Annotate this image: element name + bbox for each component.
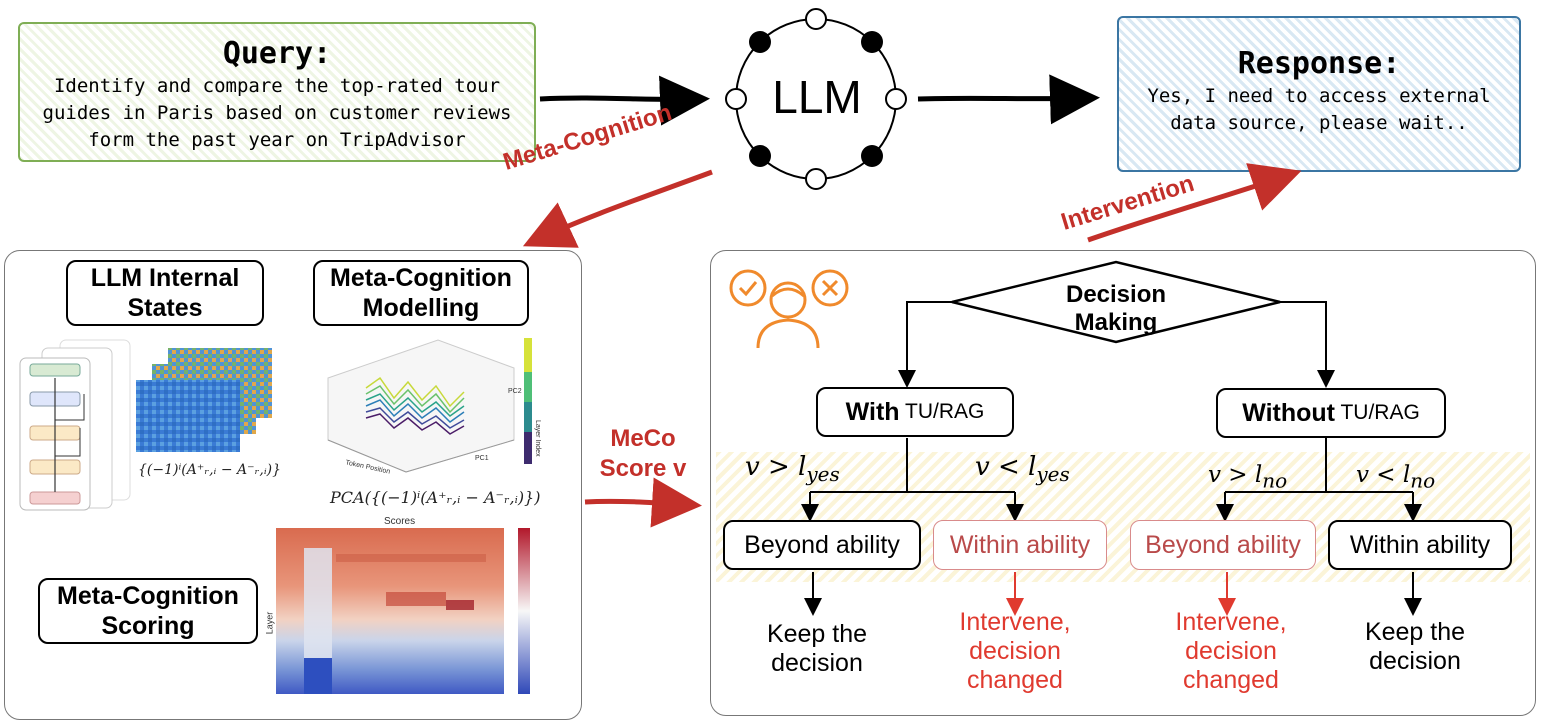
query-text: Identify and compare the top-rated tour … <box>20 73 534 154</box>
node-circle <box>805 168 827 190</box>
without-bold: Without <box>1242 398 1335 427</box>
arrow-query-to-llm <box>539 75 710 126</box>
arrow-meco <box>584 477 702 528</box>
modelling-formula: PCA({(−1)ⁱ(A⁺ᵣ,ᵢ − A⁻ᵣ,ᵢ)}) <box>330 488 541 507</box>
node-circle <box>749 31 771 53</box>
outcome-line: Keep the <box>1364 618 1466 646</box>
response-line: data source, please wait.. <box>1170 112 1468 134</box>
outcome-line: Keep the <box>766 620 868 648</box>
query-line: form the past year on TripAdvisor <box>88 129 466 151</box>
pca-axis-z: PC1 <box>475 455 489 462</box>
outcome-line: changed <box>967 666 1063 694</box>
user-thinking-icon <box>729 269 849 349</box>
cond-base: v > l <box>1208 462 1263 488</box>
cond-sub: yes <box>1036 462 1070 487</box>
pca-3d-plot <box>327 338 532 473</box>
modelling-header: Meta-Cognition Modelling <box>313 260 529 326</box>
condition-v-lt-lno: v < lno <box>1356 462 1435 493</box>
meco-score-label: MeCo Score v <box>588 424 698 484</box>
keep-decision-outcome-1: Keep the decision <box>742 620 892 678</box>
response-title: Response: <box>1237 46 1401 81</box>
cond-sub: yes <box>806 462 840 487</box>
transformer-stack-illustration <box>19 339 131 511</box>
cond-sub: no <box>1410 468 1436 493</box>
internal-states-formula: {(−1)ⁱ(A⁺ᵣ,ᵢ − A⁻ᵣ,ᵢ)} <box>138 462 282 478</box>
decision-making-label: Decision Making <box>1065 281 1167 336</box>
outcome-line: Intervene, <box>1175 608 1287 636</box>
response-text: Yes, I need to access external data sour… <box>1119 83 1519 137</box>
node-circle <box>725 88 747 110</box>
arrow-llm-to-response <box>917 74 1100 125</box>
query-title: Query: <box>222 36 332 71</box>
internal-states-header: LLM Internal States <box>66 260 264 326</box>
node-circle <box>885 88 907 110</box>
cond-sub: no <box>1262 468 1288 493</box>
outcome-line: changed <box>1183 666 1279 694</box>
with-rest: TU/RAG <box>899 400 985 423</box>
cond-base: v < l <box>1356 462 1411 488</box>
pca-axis-y: PC2 <box>508 388 522 395</box>
outcome-line: decision <box>1369 647 1461 675</box>
meco-line: Score v <box>599 455 687 482</box>
llm-label: LLM <box>772 71 862 123</box>
node-circle <box>861 145 883 167</box>
condition-v-lt-lyes: v < lyes <box>975 452 1070 486</box>
without-rest: TU/RAG <box>1335 401 1420 424</box>
query-line: guides in Paris based on customer review… <box>42 102 512 124</box>
node-circle <box>805 8 827 30</box>
scores-heatmap <box>276 528 530 694</box>
arrow-meta-cognition <box>522 169 713 248</box>
meco-line: MeCo <box>610 425 676 452</box>
intervene-outcome-2: Intervene, decision changed <box>1146 608 1316 695</box>
response-box: Response: Yes, I need to access external… <box>1117 16 1521 172</box>
node-circle <box>861 31 883 53</box>
outcome-line: decision <box>969 637 1061 665</box>
arrow-intervention <box>1087 163 1302 243</box>
outcome-line: decision <box>1185 637 1277 665</box>
with-tu-rag-box: With TU/RAG <box>816 387 1014 437</box>
within-ability-box: Within ability <box>1328 520 1512 570</box>
outcome-line: Intervene, <box>959 608 1071 636</box>
without-tu-rag-box: Without TU/RAG <box>1216 388 1446 438</box>
beyond-ability-box: Beyond ability <box>723 520 921 570</box>
with-bold: With <box>845 397 900 426</box>
cond-base: v > l <box>745 452 807 482</box>
scoring-header: Meta-Cognition Scoring <box>38 578 258 644</box>
node-circle <box>749 145 771 167</box>
intervene-outcome-1: Intervene, decision changed <box>930 608 1100 695</box>
condition-v-gt-lno: v > lno <box>1208 462 1287 493</box>
keep-decision-outcome-2: Keep the decision <box>1340 618 1490 676</box>
internal-states-heatmaps <box>136 348 272 452</box>
beyond-ability-box-red: Beyond ability <box>1130 520 1316 570</box>
within-ability-box-red: Within ability <box>933 520 1107 570</box>
cond-base: v < l <box>975 452 1037 482</box>
query-box: Query: Identify and compare the top-rate… <box>18 22 536 162</box>
llm-ring <box>725 8 907 190</box>
condition-v-gt-lyes: v > lyes <box>745 452 840 486</box>
outcome-line: decision <box>771 649 863 677</box>
response-line: Yes, I need to access external <box>1147 85 1491 107</box>
query-line: Identify and compare the top-rated tour <box>53 75 501 97</box>
heatmap-title: Scores <box>384 516 416 527</box>
